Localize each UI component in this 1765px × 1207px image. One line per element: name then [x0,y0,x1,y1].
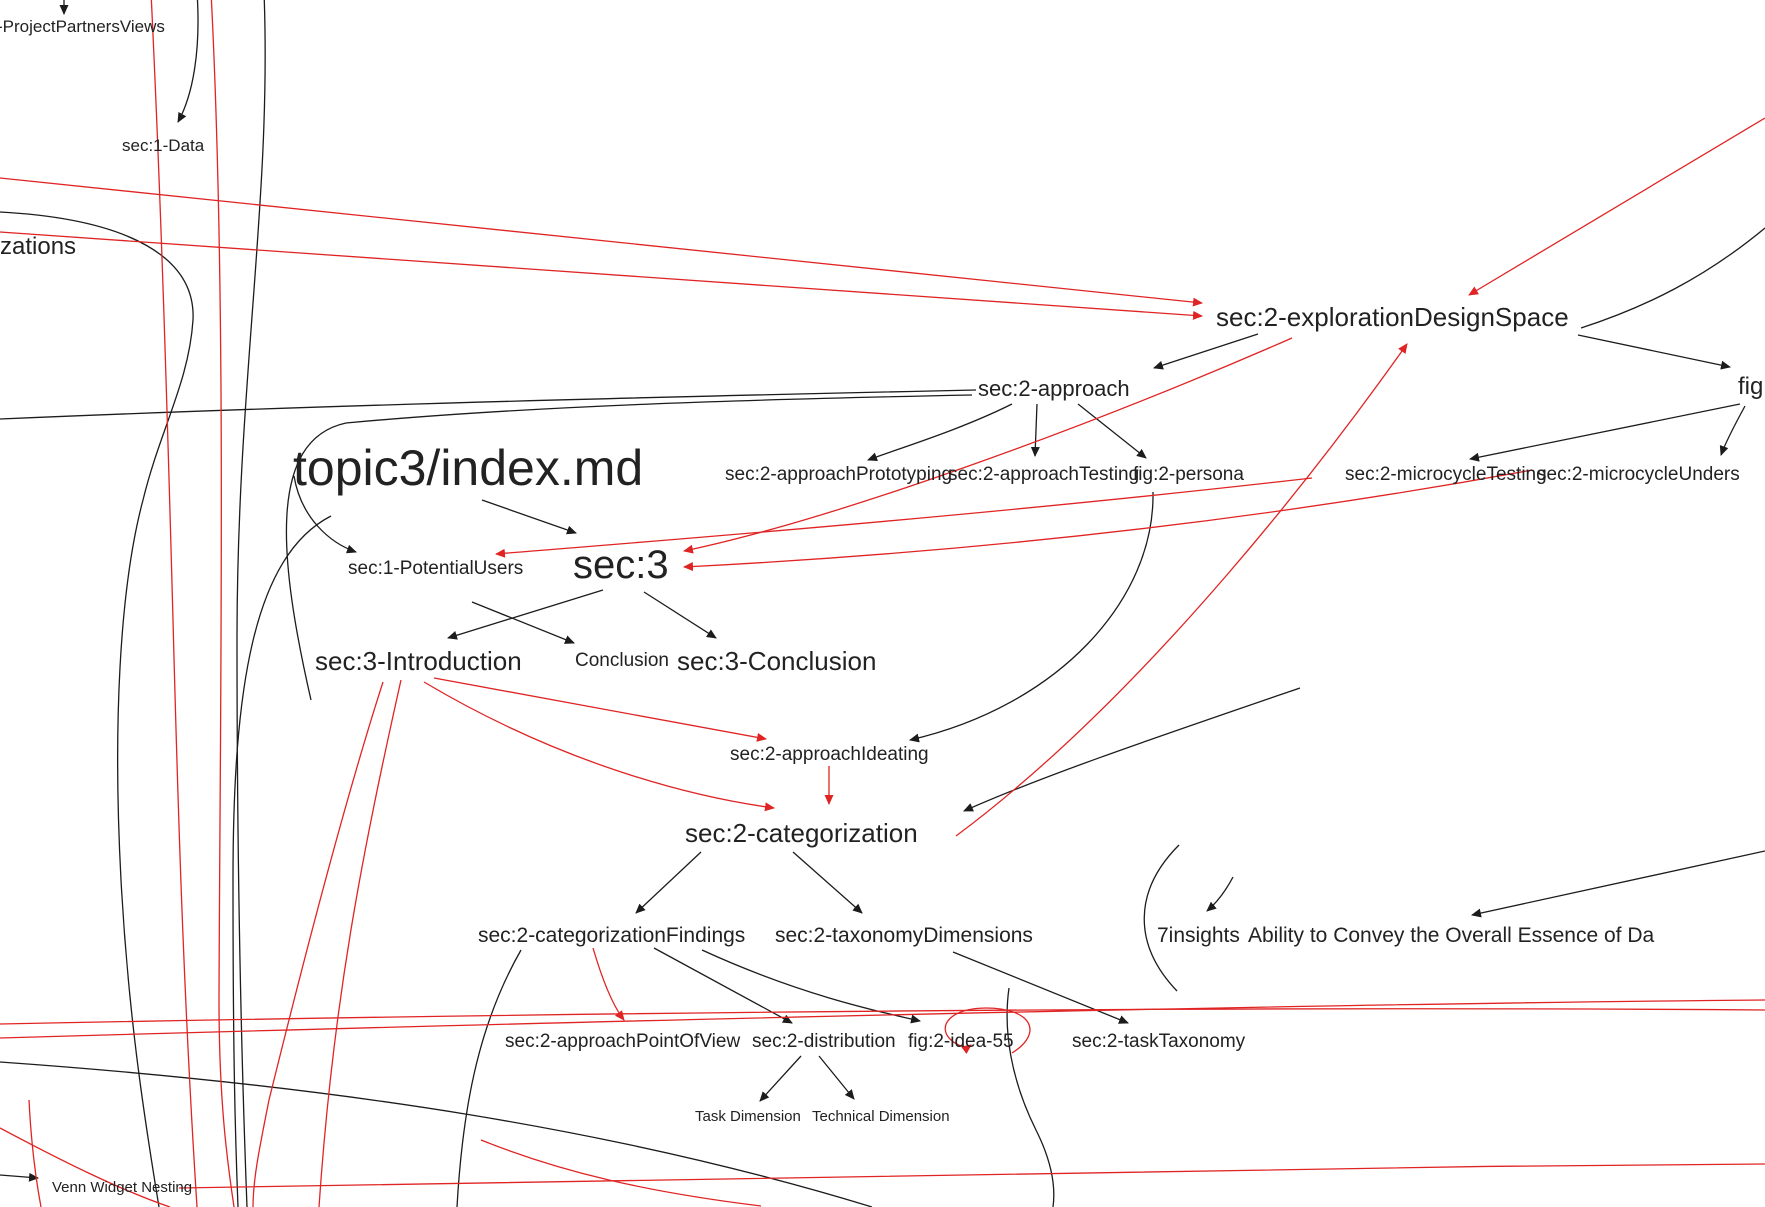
node-conclusion[interactable]: Conclusion [575,650,669,671]
node-sec2-microcycle-testing[interactable]: sec:2-microcycleTesting [1345,464,1547,485]
node-sec2-task-taxonomy[interactable]: sec:2-taskTaxonomy [1072,1031,1246,1052]
node-sec3-conclusion[interactable]: sec:3-Conclusion [677,646,877,676]
node-sec2-exploration-design-space[interactable]: sec:2-explorationDesignSpace [1216,302,1569,332]
node-ability-essence[interactable]: Ability to Convey the Overall Essence of… [1248,924,1655,947]
node-fig2-persona[interactable]: fig:2-persona [1133,464,1244,485]
node-sec2-categorization[interactable]: sec:2-categorization [685,818,918,848]
node-fig-right-edge[interactable]: fig [1738,373,1764,400]
node-sec2-approach[interactable]: sec:2-approach [978,376,1130,401]
node-technical-dimension[interactable]: Technical Dimension [812,1108,950,1125]
node-topic3-index-md[interactable]: topic3/index.md [293,440,644,496]
node-sec3[interactable]: sec:3 [573,543,669,587]
node-sec2-categorization-findings[interactable]: sec:2-categorizationFindings [478,924,746,947]
node-sec2-approach-ideating[interactable]: sec:2-approachIdeating [730,744,929,765]
node-task-dimension[interactable]: Task Dimension [695,1108,801,1125]
node-sec2-approach-point-of-view[interactable]: sec:2-approachPointOfView [505,1031,741,1052]
node-sec2-microcycle-unders[interactable]: sec:2-microcycleUnders [1537,464,1740,485]
node-venn-widget-nesting[interactable]: Venn Widget Nesting [52,1179,193,1196]
node-sec2-approach-prototyping[interactable]: sec:2-approachPrototyping [725,464,953,485]
node-sec1-data[interactable]: sec:1-Data [122,136,205,155]
node-sec1-potential-users[interactable]: sec:1-PotentialUsers [348,558,524,579]
red-arrow-edges [0,117,1765,1054]
node-sec2-approach-testing[interactable]: sec:2-approachTesting [948,464,1140,485]
node-fig2-idea-55[interactable]: fig:2-idea-55 [908,1031,1014,1052]
node-seven-insights[interactable]: 7insights [1157,924,1240,947]
node-sec2-distribution[interactable]: sec:2-distribution [752,1031,896,1052]
node-sec3-introduction[interactable]: sec:3-Introduction [315,646,522,676]
node-zations[interactable]: zations [0,233,77,260]
node-project-partners-views[interactable]: -ProjectPartnersViews [0,17,165,36]
black-arrow-edges [0,0,1765,1182]
node-sec2-taxonomy-dimensions[interactable]: sec:2-taxonomyDimensions [775,924,1033,947]
